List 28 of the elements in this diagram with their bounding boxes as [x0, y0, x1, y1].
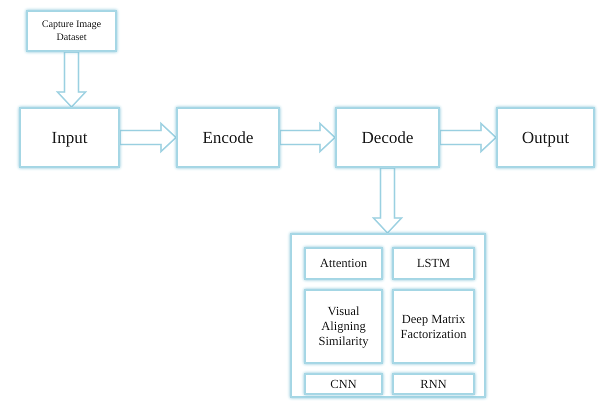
process-box [176, 107, 280, 168]
box-label: Deep Matrix Factorization [400, 312, 468, 342]
block-arrow [119, 122, 178, 154]
block-arrow [439, 122, 498, 154]
box-label: LSTM [416, 256, 452, 271]
block-arrow [372, 167, 404, 234]
process-box [304, 247, 383, 280]
box-label: Output [520, 126, 570, 149]
process-box [26, 10, 117, 52]
box-label: RNN [419, 376, 448, 392]
process-box [392, 289, 475, 364]
container-box [290, 233, 486, 398]
process-box [19, 107, 120, 168]
block-arrow [279, 122, 336, 154]
box-label: Decode [360, 126, 414, 149]
process-box [496, 107, 595, 168]
process-box [335, 107, 440, 168]
box-label: Capture Image Dataset [40, 18, 102, 44]
block-arrow [56, 51, 88, 108]
box-label: Visual Aligning Similarity [318, 304, 370, 349]
box-label: Encode [202, 126, 254, 149]
process-box [392, 373, 475, 395]
box-label: Attention [318, 256, 368, 271]
process-box [392, 247, 475, 280]
box-label: CNN [329, 376, 358, 392]
process-box [304, 289, 383, 364]
process-box [304, 373, 383, 395]
box-label: Input [50, 126, 88, 149]
